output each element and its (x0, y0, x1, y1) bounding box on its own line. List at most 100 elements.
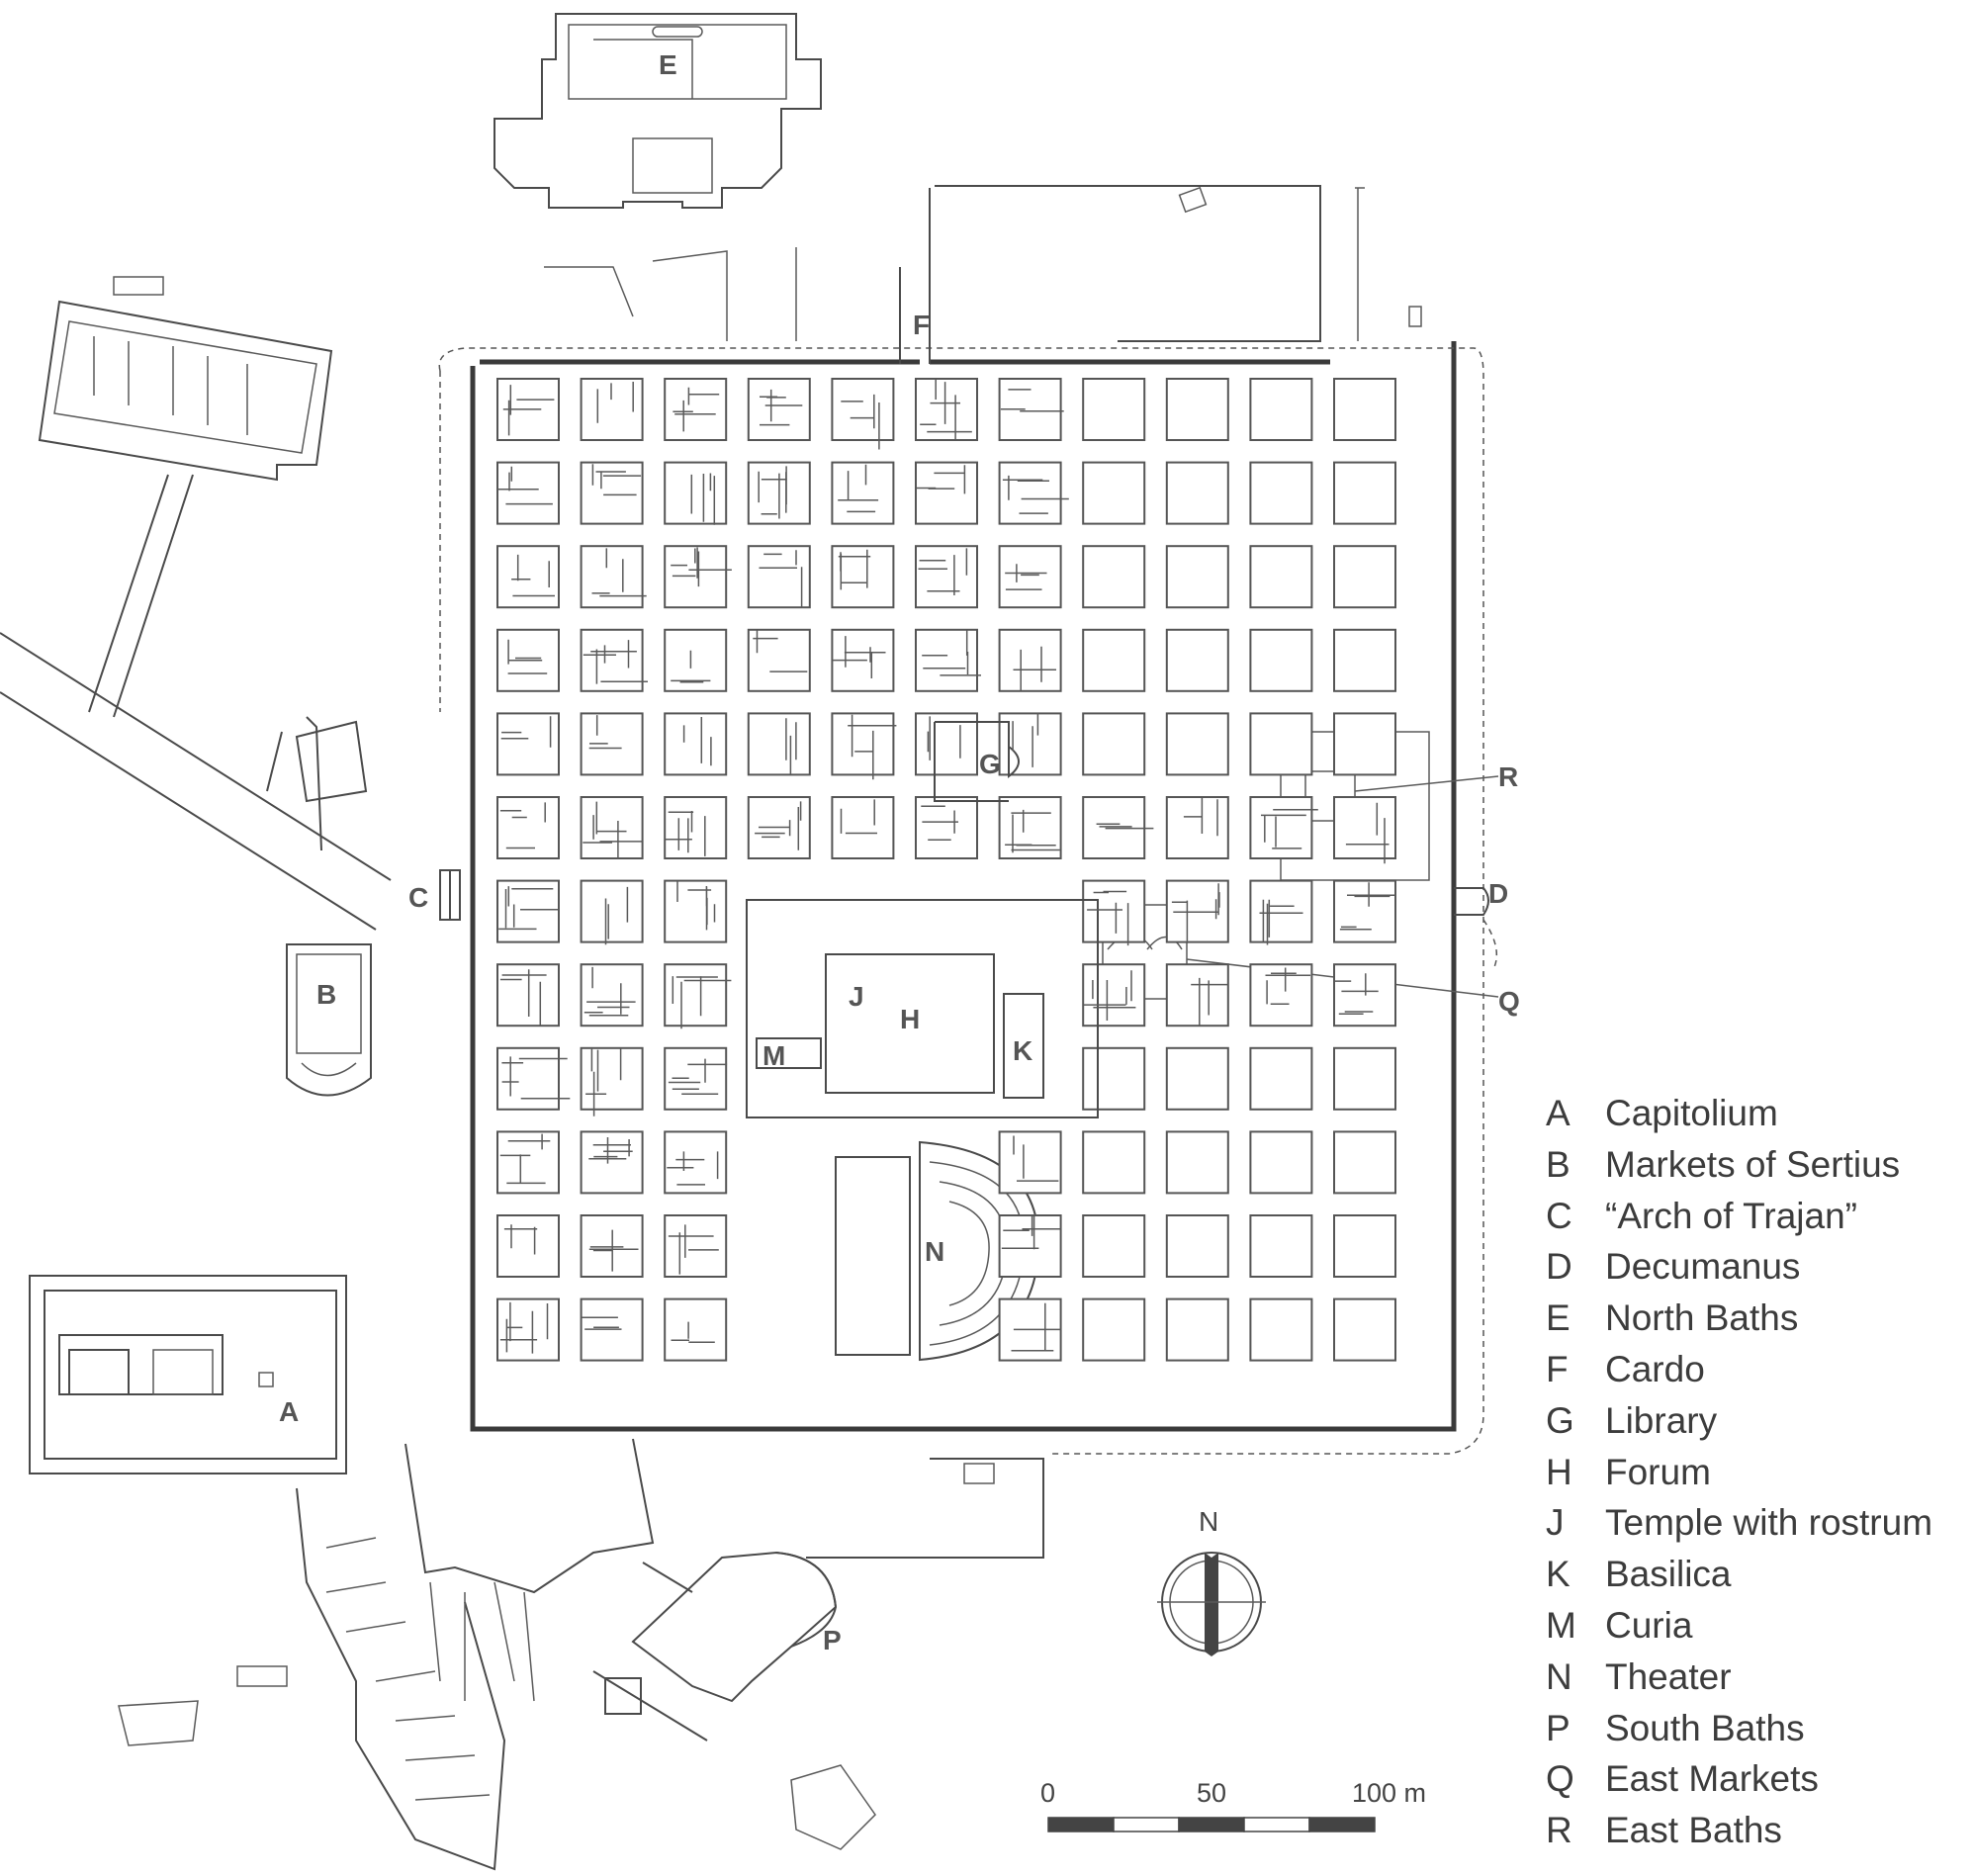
interior-wall (1171, 883, 1220, 943)
map-label-curia: M (763, 1040, 785, 1071)
town-block (998, 796, 1062, 859)
map-label-temple-with-rostrum: J (849, 981, 864, 1012)
town-block (1333, 879, 1396, 943)
legend-key: G (1546, 1399, 1574, 1441)
map-label-cardo: F (913, 310, 930, 340)
interior-wall (1000, 389, 1064, 412)
town-block (1165, 545, 1229, 609)
town-block (1082, 1046, 1146, 1111)
town-block (1249, 545, 1313, 609)
interior-wall (665, 811, 706, 856)
map-label-theater: N (925, 1236, 944, 1267)
interior-wall (507, 639, 548, 674)
interior-wall (1005, 564, 1047, 590)
town-block (1333, 796, 1396, 859)
legend-name: Markets of Sertius (1605, 1143, 1901, 1185)
map-label-markets-of-sertius: B (316, 979, 336, 1010)
interior-wall (833, 636, 886, 678)
town-block (664, 963, 728, 1027)
interior-wall (668, 1224, 719, 1275)
legend-key: J (1546, 1502, 1565, 1544)
town-block (1333, 461, 1396, 525)
interior-wall (1083, 970, 1136, 1021)
map-letter-labels: A B C D E F G H J K M N P Q R (279, 49, 1520, 1655)
legend-key: B (1546, 1143, 1570, 1185)
map-label-basilica: K (1013, 1035, 1032, 1066)
interior-wall (1001, 1215, 1062, 1250)
scale-tick-100: 100 m (1352, 1778, 1426, 1808)
legend-row-capitolium: A Capitolium (1546, 1088, 1971, 1139)
town-block (1249, 796, 1313, 859)
interior-wall (682, 717, 712, 766)
town-block (1082, 712, 1146, 776)
town-block (1333, 1214, 1396, 1278)
town-block (915, 545, 978, 609)
town-block (1249, 461, 1313, 525)
town-block (1249, 1130, 1313, 1195)
legend-name: Library (1605, 1399, 1718, 1441)
legend-name: Curia (1605, 1604, 1693, 1646)
town-block (1165, 1297, 1229, 1362)
legend-name: “Arch of Trajan” (1605, 1195, 1857, 1236)
town-block (580, 461, 644, 525)
town-block (1165, 1214, 1229, 1278)
scale-bar-segment (1308, 1817, 1376, 1832)
legend-key: A (1546, 1093, 1570, 1133)
town-block (831, 712, 895, 776)
map-label-arch-of-trajan: C (408, 882, 428, 913)
interior-wall (591, 548, 647, 597)
interior-wall (1012, 713, 1039, 767)
town-block (1333, 1130, 1396, 1195)
town-block (1249, 1046, 1313, 1111)
interior-wall (1339, 882, 1395, 931)
interior-wall (1005, 809, 1060, 853)
town-block (496, 796, 560, 859)
interior-wall (840, 799, 877, 835)
map-label-east-markets: Q (1498, 986, 1520, 1017)
town-block (1082, 1214, 1146, 1278)
town-block (1082, 545, 1146, 609)
interior-wall (511, 554, 555, 597)
town-block (496, 1046, 560, 1111)
town-block (915, 378, 978, 441)
interior-wall (760, 389, 803, 426)
town-block (664, 1214, 728, 1278)
interior-wall (502, 385, 555, 436)
town-block (831, 378, 895, 441)
town-block (1165, 963, 1229, 1027)
town-block (580, 1046, 644, 1111)
scale-tick-50: 50 (1197, 1778, 1226, 1808)
town-block (1082, 461, 1146, 525)
map-label-east-baths: R (1498, 761, 1518, 792)
town-block (1165, 461, 1229, 525)
interior-wall (585, 1048, 622, 1117)
interior-wall (758, 466, 787, 519)
interior-wall (588, 1229, 639, 1272)
town-block (831, 461, 895, 525)
interior-wall (1013, 1135, 1059, 1182)
town-block (1165, 628, 1229, 692)
interior-wall (927, 716, 961, 760)
town-block-grid (496, 378, 1396, 1362)
interior-wall (848, 714, 897, 780)
town-block (496, 1297, 560, 1362)
interior-wall (499, 1301, 549, 1354)
town-block (1249, 378, 1313, 441)
map-label-south-baths: P (823, 1625, 842, 1655)
town-block (1165, 1046, 1229, 1111)
interior-wall (690, 473, 716, 525)
town-block (747, 378, 811, 441)
legend-name: Capitolium (1605, 1093, 1778, 1133)
legend-row-library: G Library (1546, 1395, 1971, 1447)
scale-bar-segment (1113, 1817, 1180, 1832)
town-block (580, 879, 644, 943)
town-block (998, 628, 1062, 692)
legend-key: R (1546, 1810, 1572, 1851)
